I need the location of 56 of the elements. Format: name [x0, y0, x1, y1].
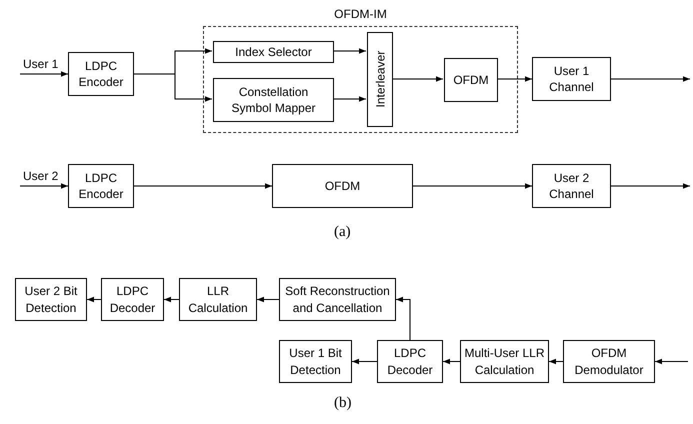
arrow	[610, 183, 690, 189]
subfigure-caption: (a)	[334, 224, 351, 241]
process-box	[272, 164, 413, 208]
arrow	[134, 183, 272, 189]
arrow	[396, 296, 410, 340]
box-label: User 2 Bit Detection	[24, 283, 78, 316]
box-label: OFDM Demodulator	[574, 345, 644, 378]
process-box	[68, 52, 134, 96]
arrow	[134, 74, 212, 102]
process-box	[15, 278, 87, 321]
arrow	[20, 183, 68, 189]
arrow	[256, 296, 280, 302]
arrow	[392, 76, 444, 82]
process-box	[532, 164, 611, 208]
arrow	[610, 76, 690, 82]
process-box	[213, 41, 334, 63]
process-box	[532, 57, 611, 101]
arrow	[20, 71, 68, 77]
box-label: User 2 Channel	[548, 170, 595, 202]
box-label: User 1 Channel	[548, 62, 595, 96]
box-label: LDPC Encoder	[78, 58, 124, 90]
process-box	[68, 164, 134, 208]
process-box	[367, 32, 393, 127]
process-box	[444, 58, 498, 102]
group-title: OFDM-IM	[333, 6, 388, 22]
edge-label: User 1	[22, 57, 60, 72]
arrow	[442, 358, 460, 364]
process-box	[101, 278, 164, 321]
box-label: Index Selector	[235, 44, 312, 60]
box-label: OFDM	[324, 178, 360, 194]
process-box	[179, 278, 257, 321]
process-box	[213, 78, 334, 122]
box-label: LDPC Encoder	[78, 170, 124, 202]
box-label: Constellation Symbol Mapper	[230, 84, 317, 116]
edge-label: User 2	[22, 169, 60, 184]
process-box	[279, 340, 352, 383]
arrow	[332, 48, 366, 54]
box-label: Interleaver	[372, 51, 388, 108]
box-label: Soft Reconstruction and Cancellation	[284, 283, 391, 316]
arrow	[352, 358, 378, 364]
arrow	[412, 183, 532, 189]
process-box	[377, 340, 443, 383]
box-label: Multi-User LLR Calculation	[463, 345, 546, 378]
arrow	[548, 358, 564, 364]
box-label: User 1 Bit Detection	[288, 345, 343, 378]
process-box	[563, 340, 655, 383]
arrow	[654, 358, 688, 364]
arrow	[164, 296, 180, 302]
arrow	[496, 76, 532, 82]
box-label: LLR Calculation	[187, 283, 249, 316]
box-label: LDPC Decoder	[108, 283, 156, 316]
arrow	[332, 96, 366, 102]
subfigure-caption: (b)	[334, 395, 352, 412]
arrow	[86, 296, 102, 302]
box-label: LDPC Decoder	[386, 345, 434, 378]
box-label: OFDM	[453, 72, 489, 88]
